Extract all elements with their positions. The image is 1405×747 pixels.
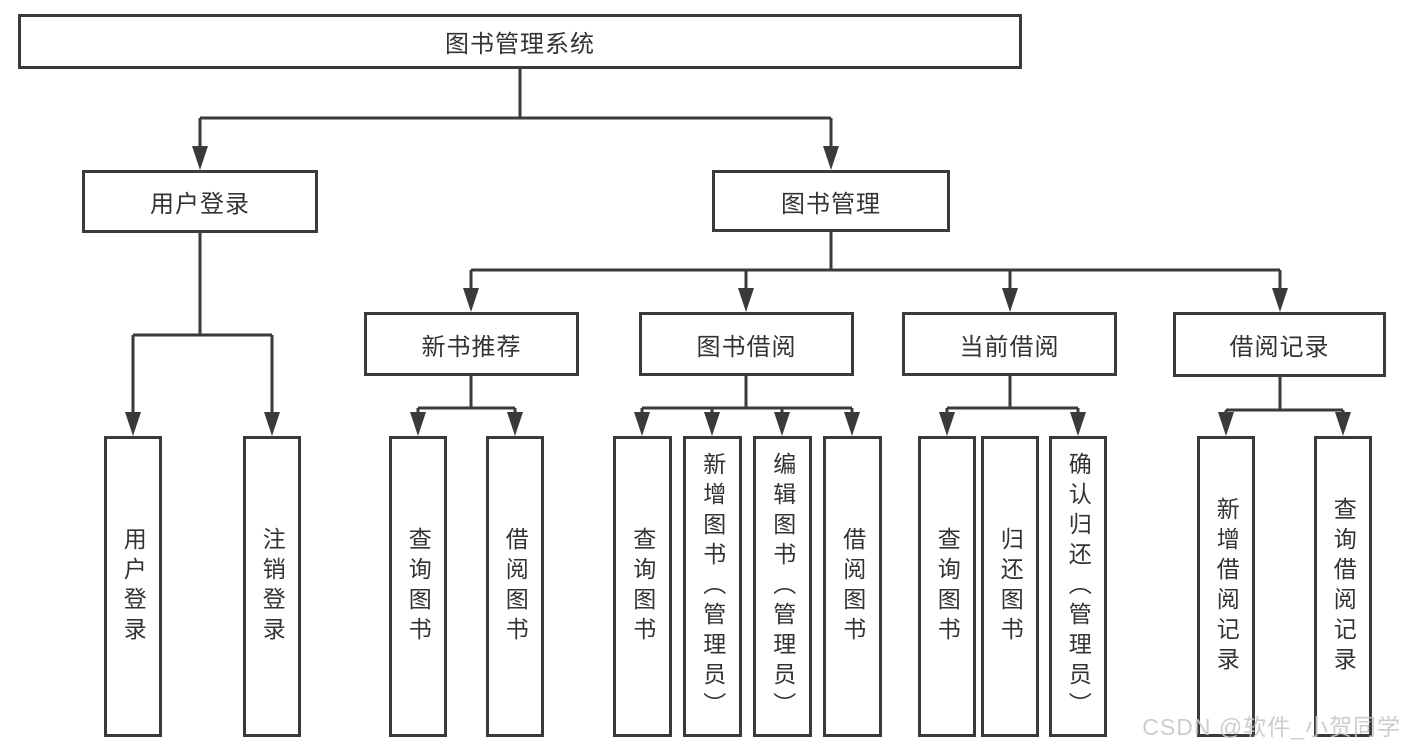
connector-userlogin-to-leaves (131, 233, 274, 416)
leaf-current-return-books-label: 归还图书 (997, 526, 1024, 647)
leaf-newbook-borrow-books: 借阅图书 (486, 436, 544, 737)
node-new-book-recommend: 新书推荐 (364, 312, 579, 376)
arrowhead-leaf-logout (264, 412, 280, 436)
leaf-newbook-query-books-label: 查询图书 (405, 526, 432, 647)
leaf-borrow-edit-books-admin-label: 编辑图书（管理员） (769, 451, 796, 722)
arrowhead-book-borrow (738, 288, 754, 312)
leaf-borrow-query-books-label: 查询图书 (629, 526, 656, 647)
leaf-borrow-add-books-admin: 新增图书（管理员） (683, 436, 742, 737)
leaf-current-return-books: 归还图书 (981, 436, 1039, 737)
leaf-newbook-query-books: 查询图书 (389, 436, 447, 737)
node-root: 图书管理系统 (18, 14, 1022, 69)
arrowhead-leaf-newbook-borrow (507, 412, 523, 436)
leaf-current-query-books-label: 查询图书 (934, 526, 961, 647)
leaf-current-query-books: 查询图书 (918, 436, 976, 737)
leaf-user-login-label: 用户登录 (120, 526, 147, 647)
leaf-records-add-record: 新增借阅记录 (1197, 436, 1255, 737)
leaf-newbook-borrow-books-label: 借阅图书 (502, 526, 529, 647)
watermark-text: CSDN @软件_小贺同学 (1142, 714, 1401, 740)
node-book-management-label: 图书管理 (781, 190, 881, 218)
leaf-borrow-edit-books-admin: 编辑图书（管理员） (753, 436, 812, 737)
node-borrow-records-label: 借阅记录 (1229, 334, 1330, 361)
arrowhead-leaf-borrow-borrow (844, 412, 860, 436)
node-current-borrow-label: 当前借阅 (959, 333, 1060, 361)
connector-currentborrow-to-leaves (945, 376, 1080, 416)
arrowhead-leaf-current-query (939, 412, 955, 436)
watermark: CSDN @软件_小贺同学 (1142, 708, 1401, 742)
node-user-login: 用户登录 (82, 170, 318, 233)
arrowhead-new-book-recommend (463, 288, 479, 312)
arrowhead-leaf-records-add (1218, 412, 1234, 436)
arrowhead-leaf-borrow-add (704, 412, 720, 436)
node-book-borrow: 图书借阅 (639, 312, 854, 376)
arrowhead-borrow-records (1272, 288, 1288, 312)
leaf-borrow-add-books-admin-label: 新增图书（管理员） (699, 451, 726, 722)
arrowhead-book-management (823, 146, 839, 170)
node-book-borrow-label: 图书借阅 (696, 333, 797, 361)
connector-bookborrow-to-leaves (640, 375, 854, 416)
connector-newbook-to-leaves (416, 375, 517, 416)
leaf-current-confirm-return-admin: 确认归还（管理员） (1049, 436, 1107, 737)
arrowhead-leaf-user-login (125, 412, 141, 436)
leaf-borrow-query-books: 查询图书 (613, 436, 672, 737)
arrowhead-leaf-current-return (1070, 412, 1086, 436)
connector-root-to-level2 (198, 69, 833, 150)
node-root-label: 图书管理系统 (445, 31, 595, 58)
arrowhead-current-borrow (1002, 288, 1018, 312)
leaf-records-query-record: 查询借阅记录 (1314, 436, 1372, 737)
arrowhead-leaf-newbook-query (410, 412, 426, 436)
node-current-borrow: 当前借阅 (902, 312, 1117, 376)
arrowhead-leaf-records-query (1335, 412, 1351, 436)
arrowhead-user-login (192, 146, 208, 170)
arrowhead-leaf-borrow-edit (774, 412, 790, 436)
node-borrow-records: 借阅记录 (1173, 312, 1386, 377)
leaf-records-query-record-label: 查询借阅记录 (1330, 496, 1357, 677)
leaf-borrow-borrow-books-label: 借阅图书 (839, 526, 866, 647)
leaf-logout-label: 注销登录 (259, 526, 286, 647)
arrowhead-leaf-borrow-query (634, 412, 650, 436)
leaf-current-confirm-return-admin-label: 确认归还（管理员） (1065, 451, 1092, 722)
connector-bookmgmt-to-level3 (469, 232, 1282, 292)
leaf-borrow-borrow-books: 借阅图书 (823, 436, 882, 737)
node-user-login-label: 用户登录 (150, 191, 250, 218)
leaf-user-login: 用户登录 (104, 436, 162, 737)
leaf-records-add-record-label: 新增借阅记录 (1213, 496, 1240, 677)
connector-records-to-leaves (1224, 377, 1345, 416)
leaf-logout: 注销登录 (243, 436, 301, 737)
node-new-book-recommend-label: 新书推荐 (421, 333, 522, 361)
node-book-management: 图书管理 (712, 170, 950, 232)
